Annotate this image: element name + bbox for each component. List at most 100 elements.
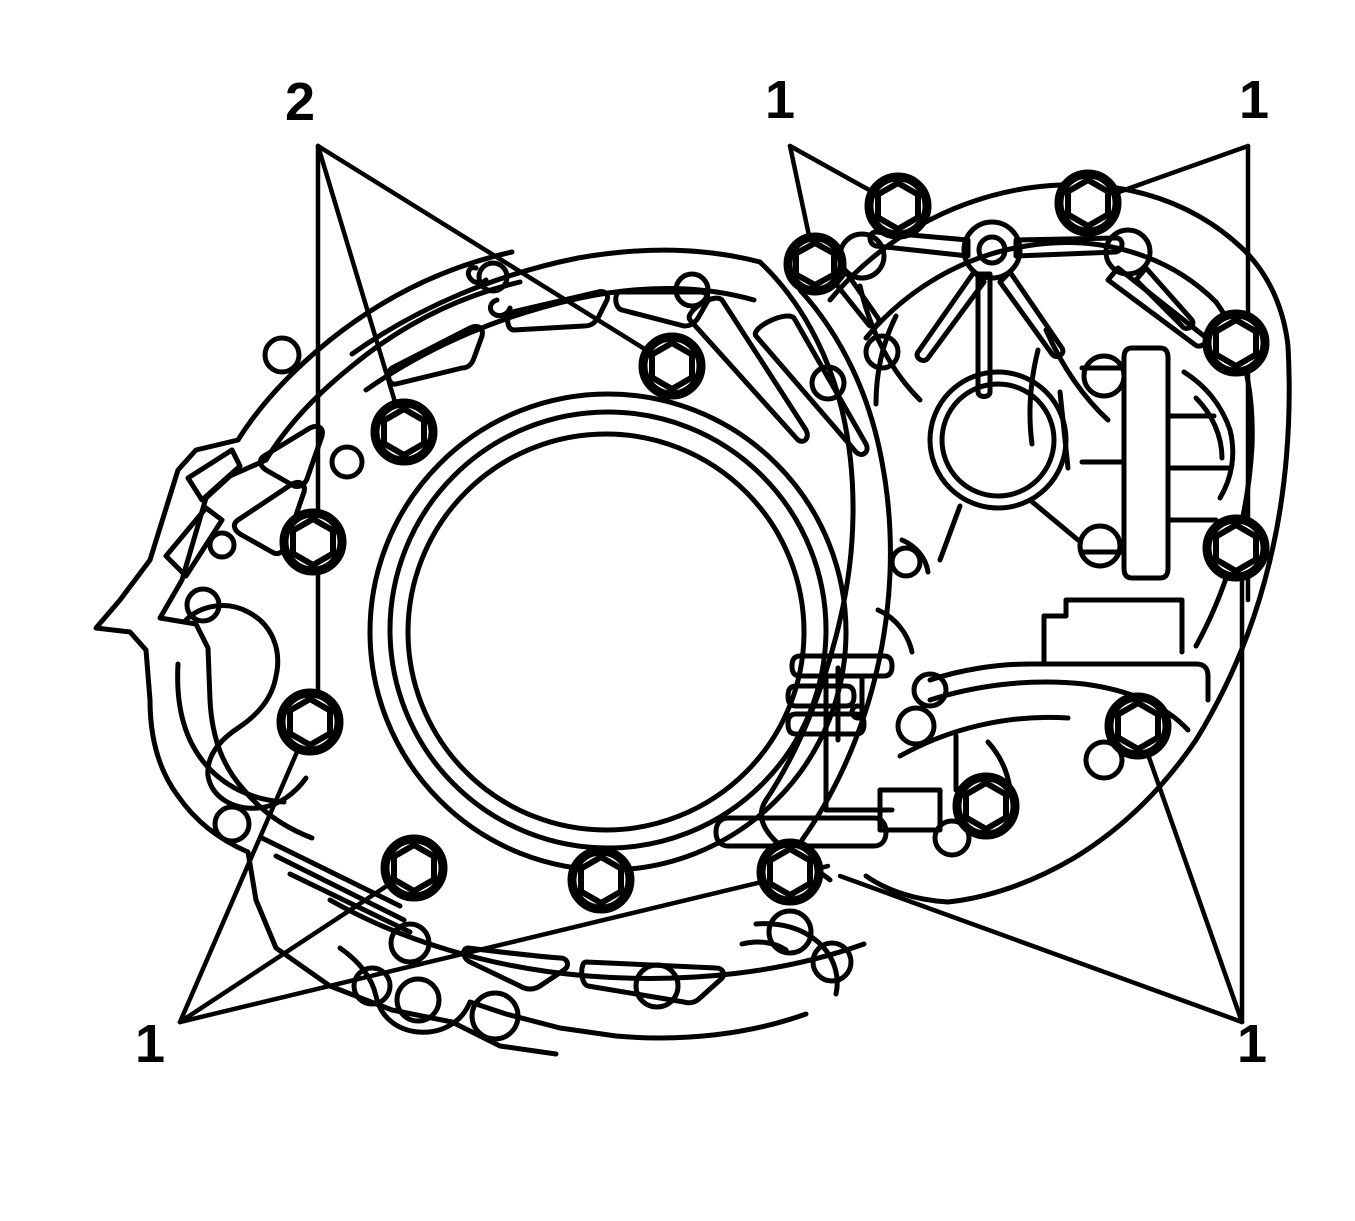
mount-strut-a [833, 269, 882, 329]
mount-boss-bl [863, 333, 901, 371]
bolt-top-mount-right[interactable] [1054, 169, 1122, 237]
bolt-lower-right[interactable] [1104, 692, 1172, 760]
rail-hole-5 [262, 335, 302, 375]
leader-1bl-a [177, 719, 313, 1025]
wall-notch-a [899, 537, 931, 575]
right-inner-wall-top [863, 240, 1219, 341]
bolt-right-upper[interactable] [1202, 309, 1270, 377]
bolt-top-center[interactable] [638, 332, 706, 400]
callout-1-top-center: 1 [765, 70, 795, 130]
lever-bar-a [789, 653, 895, 679]
bolt-upper-left-mid[interactable] [370, 398, 438, 466]
mount-strut-e [873, 313, 899, 407]
wall-hole-3 [889, 545, 923, 579]
bottom-flange-top [327, 897, 867, 981]
wall-notch-b [875, 607, 915, 655]
lever-bar-b [785, 683, 857, 709]
center-rib-a [686, 295, 810, 444]
housing-outline-group [93, 182, 1292, 1057]
gasket-hole-6 [766, 908, 814, 956]
flange-rect-b [163, 505, 225, 579]
rail-hole-6 [207, 530, 237, 560]
bolts-group [276, 169, 1270, 914]
wall-hole-5 [1083, 739, 1125, 781]
rail-hole-8 [212, 804, 252, 844]
rail-hole-1 [476, 260, 510, 294]
leader-1br-c [837, 873, 1245, 1025]
mount-boss-br [1077, 523, 1123, 569]
rail-hole-7 [184, 586, 222, 624]
gasket-hole-3 [351, 965, 393, 1007]
callout-2-top-left: 2 [285, 72, 315, 132]
lower-right-step-b [1041, 597, 1185, 655]
bolt-left-upper[interactable] [279, 508, 347, 576]
callout-1-bottom-right: 1 [1237, 1014, 1267, 1074]
rail-notch-a [465, 265, 489, 286]
gasket-tab-inner [739, 939, 789, 953]
upper-rail-outer [349, 247, 763, 357]
leader-2-b [315, 143, 407, 435]
right-lobe-a [1181, 369, 1236, 501]
gasket-hole-7 [810, 940, 854, 984]
mount-strut-j [937, 503, 963, 563]
mount-strut-f [1043, 327, 1111, 423]
right-housing-bottom-left [863, 873, 951, 905]
gasket-hole-1 [388, 921, 432, 965]
mount-strut-i [1027, 497, 1081, 543]
flange-rect-a [185, 447, 243, 503]
mount-spoke-right [1013, 235, 1125, 259]
mount-spoke-left [867, 229, 971, 259]
bottom-flange-bottom [337, 945, 809, 1041]
bolt-bottom-right[interactable] [756, 838, 824, 906]
leader-2-c [315, 143, 675, 369]
leader-1bl-b [177, 865, 417, 1025]
gasket-hole-5 [633, 962, 681, 1010]
lower-right-arc2 [897, 714, 1071, 759]
hatch-3 [287, 871, 413, 935]
mount-strut-h [1027, 347, 1041, 447]
mount-boss-hole [976, 234, 1008, 266]
right-housing-right [1193, 343, 1292, 743]
gasket-cutout-b [579, 959, 726, 1006]
secondary-bore-inner [939, 381, 1057, 499]
callout-1-bottom-left: 1 [135, 1014, 165, 1074]
rail-hole-4 [329, 444, 365, 480]
bolt-right-lower[interactable] [1202, 514, 1270, 582]
mount-spoke-down [975, 271, 993, 399]
leader-1bl-c [177, 863, 831, 1025]
left-pocket-edge [175, 661, 287, 805]
gasket-hole-4 [469, 990, 521, 1042]
bolt-lower-mid-right[interactable] [952, 772, 1020, 840]
gasket-cutout-a [461, 945, 570, 992]
lower-right-shelf [927, 661, 1211, 703]
bottom-cross-bar [713, 815, 889, 849]
rail-notch-b [487, 297, 513, 319]
wall-hole-2 [895, 705, 937, 747]
center-wall-inner [797, 287, 893, 843]
wall-hole-1 [911, 671, 949, 709]
right-vertical-rail [1121, 345, 1171, 581]
mount-strut-g [1057, 389, 1071, 471]
bolt-top-mount-left[interactable] [864, 172, 932, 240]
hatch-2 [273, 853, 407, 923]
right-housing-bottom [945, 737, 1199, 905]
gasket-hole-2 [394, 976, 442, 1024]
bolt-left-lower[interactable] [276, 688, 344, 756]
center-rib-b [753, 313, 870, 457]
leader-lines-group [177, 143, 1251, 1025]
mount-spoke-dl [914, 269, 987, 363]
lever-pin [849, 703, 867, 721]
upper-rail-slot-b [505, 289, 611, 333]
wall-hole-4 [932, 818, 972, 858]
main-bore-inner [405, 431, 807, 833]
bolt-bottom-left[interactable] [380, 834, 448, 902]
rail-hole-2 [673, 271, 711, 309]
leader-1br-b [1135, 723, 1245, 1025]
left-lightening-pocket [183, 603, 309, 811]
bolt-bottom-center[interactable] [567, 846, 635, 914]
gasket-tab-right [753, 921, 840, 997]
bolt-upper-left-side[interactable] [783, 232, 847, 296]
mount-strut-b [1133, 265, 1196, 331]
